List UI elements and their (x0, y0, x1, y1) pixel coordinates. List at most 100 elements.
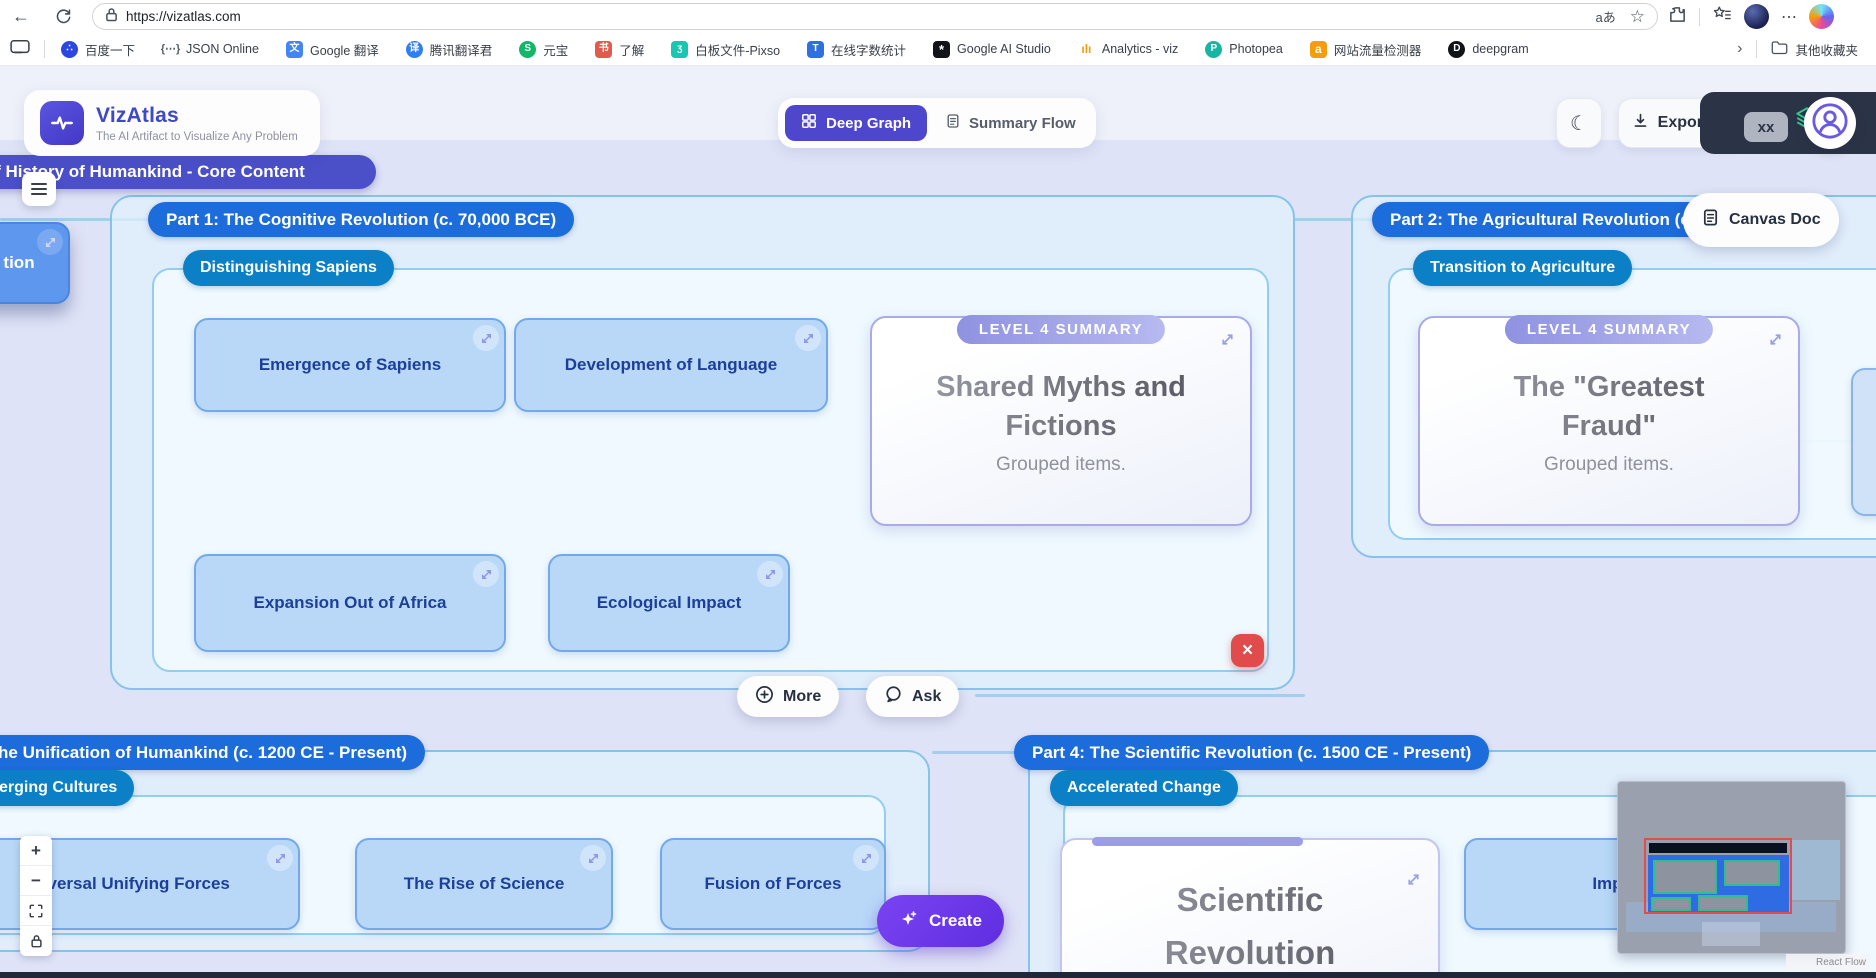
expand-icon[interactable] (580, 845, 606, 871)
badge-accelerated-change[interactable]: Accelerated Change (1050, 770, 1238, 806)
refresh-icon[interactable] (50, 3, 76, 29)
expand-icon[interactable] (795, 325, 821, 351)
canvas-doc-button[interactable]: Canvas Doc (1683, 193, 1839, 247)
create-button[interactable]: Create (877, 895, 1004, 947)
badge-part2-title[interactable]: Part 2: The Agricultural Revolution (c. … (1372, 202, 1712, 237)
browser-profile-avatar[interactable] (1744, 4, 1769, 29)
baidu-icon: ∴ (61, 40, 78, 58)
node-emergence-of-sapiens[interactable]: Emergence of Sapiens (194, 318, 506, 412)
summary-subtitle: Grouped items. (1544, 454, 1674, 476)
zoom-out-button[interactable]: − (20, 866, 52, 896)
extensions-icon[interactable] (1668, 5, 1687, 29)
canvas-controls: + − (20, 836, 52, 956)
ask-button[interactable]: Ask (866, 676, 960, 717)
node-ecological-impact[interactable]: Ecological Impact (548, 554, 790, 652)
minimap[interactable] (1617, 781, 1846, 954)
fit-view-button[interactable] (20, 896, 52, 926)
expand-icon[interactable] (757, 561, 783, 587)
download-icon (1632, 112, 1649, 134)
badge-part3-title[interactable]: Part 3: The Unification of Humankind (c.… (0, 735, 426, 770)
url-text[interactable]: https://vizatlas.com (126, 9, 241, 24)
lock-icon (105, 7, 118, 27)
node-expansion-out-of-africa[interactable]: Expansion Out of Africa (194, 554, 506, 652)
menu-button[interactable] (22, 172, 56, 206)
folder-icon (1771, 40, 1788, 58)
expand-icon[interactable] (267, 845, 293, 871)
expand-icon[interactable] (853, 845, 879, 871)
bookmarks-overflow-chevron[interactable]: › (1737, 40, 1743, 57)
graph-canvas[interactable]: Part 1: The Cognitive Revolution (c. 70,… (0, 140, 1876, 978)
node-development-of-language[interactable]: Development of Language (514, 318, 828, 412)
bookmark-google-ai-studio[interactable]: *Google AI Studio (933, 40, 1051, 58)
expand-icon[interactable] (1762, 326, 1788, 352)
copilot-icon[interactable] (1809, 4, 1834, 29)
minimap-viewport[interactable] (1644, 838, 1792, 914)
pixso-icon: ʒ (671, 40, 689, 58)
address-bar[interactable]: https://vizatlas.com aあ ☆ (92, 3, 1658, 30)
moon-icon: ☾ (1570, 112, 1588, 135)
expand-icon[interactable] (37, 229, 63, 255)
traffic-icon: a (1309, 40, 1327, 58)
dark-mode-toggle[interactable]: ☾ (1556, 98, 1602, 148)
map-title-banner[interactable]: Brief History of Humankind - Core Conten… (0, 155, 376, 189)
workspaces-icon[interactable] (10, 39, 30, 60)
lock-button[interactable] (20, 926, 52, 956)
node-label: Expansion Out of Africa (253, 593, 447, 612)
expand-icon[interactable] (1214, 326, 1240, 352)
node-fusion-of-forces[interactable]: Fusion of Forces (660, 838, 886, 930)
favorite-star-icon[interactable]: ☆ (1629, 6, 1645, 26)
close-group-button[interactable]: × (1231, 634, 1264, 667)
more-button[interactable]: More (737, 676, 840, 717)
node-top-accent (1092, 837, 1303, 846)
node-label: Fusion of Forces (704, 874, 842, 893)
app-logo-card[interactable]: VizAtlas The AI Artifact to Visualize An… (24, 90, 320, 156)
translate-icon[interactable]: aあ (1595, 10, 1616, 25)
badge-converging-cultures[interactable]: Converging Cultures (0, 770, 135, 806)
other-favorites-folder[interactable]: 其他收藏夹 (1771, 40, 1858, 59)
summary-title: Scientific Revolution Characteristics (1062, 874, 1438, 978)
node-summary-shared-myths[interactable]: LEVEL 4 SUMMARY Shared Myths and Fiction… (870, 315, 1252, 526)
bookmark-liaojie[interactable]: 书了解 (595, 40, 644, 59)
bookmark-tencent-translate[interactable]: 译腾讯翻译君 (405, 40, 492, 59)
node-summary-greatest-fraud[interactable]: LEVEL 4 SUMMARY The "Greatest Fraud" Gro… (1418, 315, 1800, 526)
divider (1756, 40, 1758, 58)
bookmark-json-online[interactable]: {⋯}JSON Online (160, 42, 259, 56)
expand-icon[interactable] (473, 325, 499, 351)
account-avatar[interactable] (1804, 97, 1856, 149)
photopea-icon: P (1205, 40, 1223, 58)
tab-deep-graph[interactable]: Deep Graph (785, 105, 928, 141)
expand-icon[interactable] (473, 561, 499, 587)
bookmark-baidu[interactable]: ∴百度一下 (61, 40, 135, 59)
tab-summary-flow[interactable]: Summary Flow (945, 113, 1076, 133)
app-subtitle: The AI Artifact to Visualize Any Problem (96, 130, 298, 143)
expand-icon[interactable] (1400, 866, 1426, 892)
node-scientific-revolution-characteristics[interactable]: Scientific Revolution Characteristics (1060, 837, 1440, 978)
favorites-hub-icon[interactable] (1712, 4, 1732, 29)
node-partial-right[interactable] (1851, 368, 1876, 516)
badge-part4-title[interactable]: Part 4: The Scientific Revolution (c. 15… (1014, 735, 1490, 770)
badge-transition-agriculture[interactable]: Transition to Agriculture (1413, 250, 1633, 286)
tencent-translate-icon: 译 (405, 40, 423, 58)
back-icon[interactable]: ← (12, 5, 30, 26)
app-title: VizAtlas (96, 103, 179, 127)
badge-distinguishing-sapiens[interactable]: Distinguishing Sapiens (183, 250, 394, 286)
node-label: Ecological Impact (596, 593, 742, 612)
badge-part1-title[interactable]: Part 1: The Cognitive Revolution (c. 70,… (148, 202, 575, 237)
user-badge[interactable]: xx (1744, 112, 1788, 142)
zoom-in-button[interactable]: + (20, 836, 52, 866)
settings-menu-icon[interactable]: ⋯ (1781, 8, 1797, 26)
node-partial-left[interactable]: tion (0, 222, 70, 304)
browser-action-icons: ⋯ (1668, 2, 1834, 31)
vizatlas-logo-icon (40, 101, 84, 145)
sparkle-icon (899, 909, 919, 934)
node-rise-of-science[interactable]: The Rise of Science (355, 838, 613, 930)
